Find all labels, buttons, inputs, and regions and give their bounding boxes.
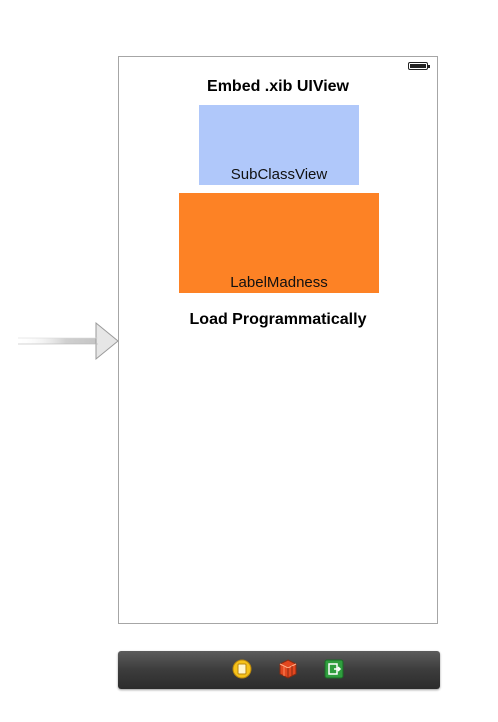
label-madness-label[interactable]: LabelMadness xyxy=(230,274,328,291)
exit-icon[interactable] xyxy=(324,659,344,679)
embed-xib-title-label[interactable]: Embed .xib UIView xyxy=(207,78,349,95)
label-madness-view[interactable]: LabelMadness xyxy=(179,193,379,293)
load-programmatically-label[interactable]: Load Programmatically xyxy=(189,311,367,328)
battery-icon xyxy=(408,62,430,70)
subclass-view-label[interactable]: SubClassView xyxy=(230,166,328,183)
initial-view-controller-arrow-icon[interactable] xyxy=(18,321,122,361)
first-responder-icon[interactable] xyxy=(278,659,298,679)
subclass-view[interactable]: SubClassView xyxy=(199,105,359,185)
view-controller-icon[interactable] xyxy=(232,659,252,679)
view-controller-scene[interactable]: Embed .xib UIView SubClassView LabelMadn… xyxy=(118,56,438,624)
scene-dock xyxy=(118,651,440,689)
